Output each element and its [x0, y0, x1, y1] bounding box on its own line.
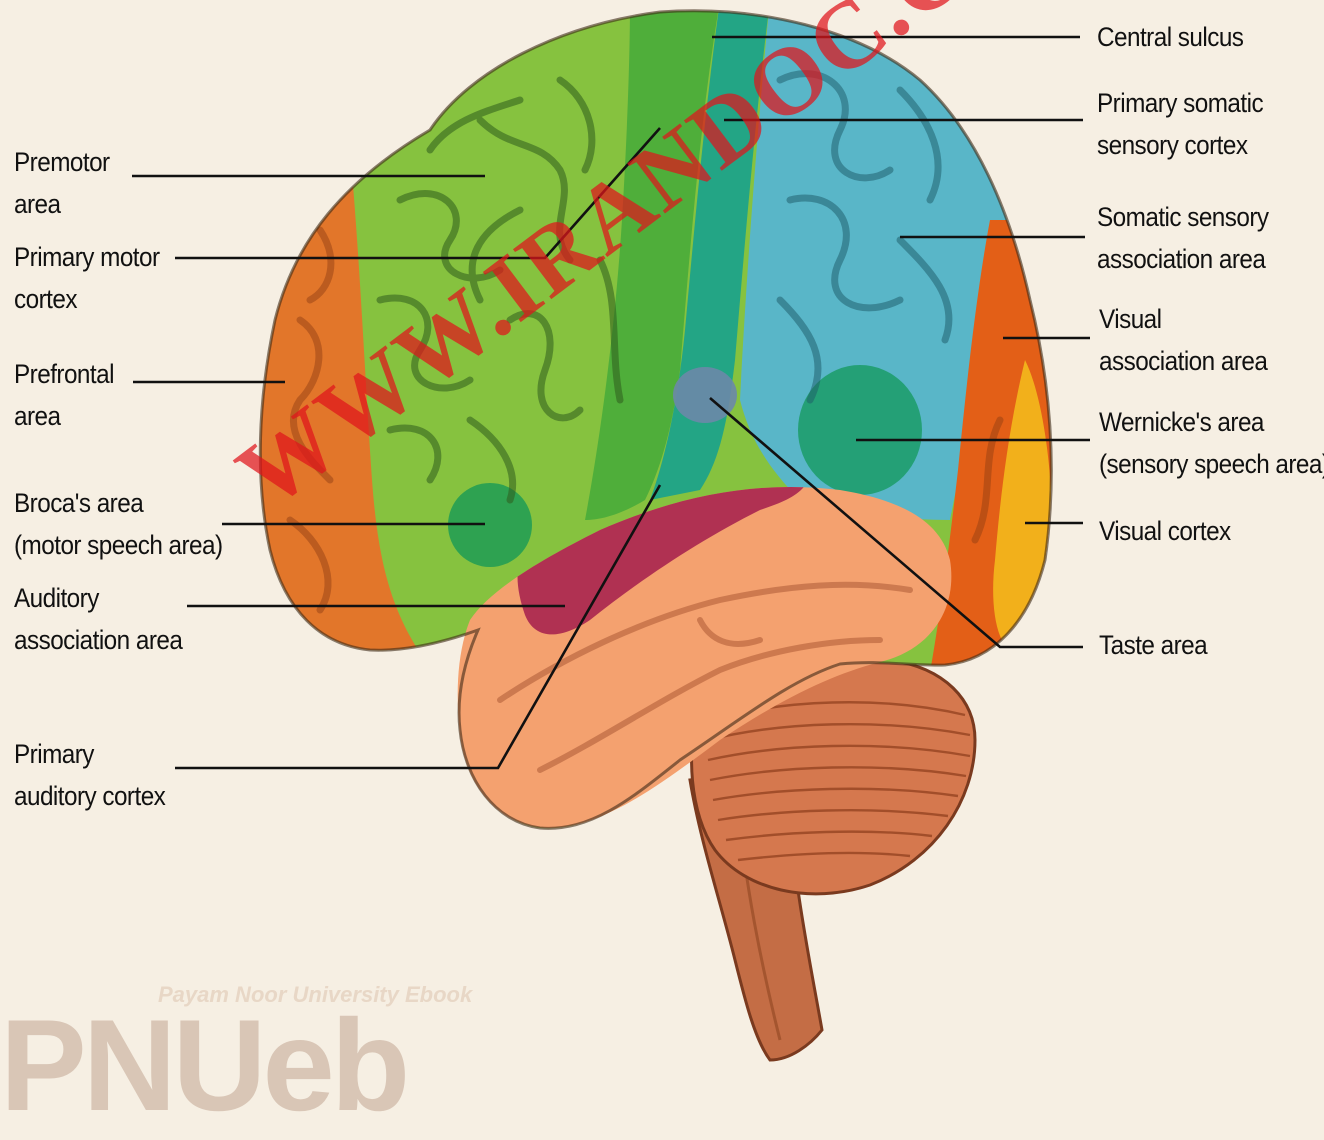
label-line: Wernicke's area	[1099, 401, 1324, 443]
label-wernickes-area: Wernicke's area (sensory speech area)	[1099, 401, 1324, 485]
label-line: association area	[1097, 238, 1269, 280]
label-auditory-association-area: Auditory association area	[14, 577, 182, 661]
label-line: (motor speech area)	[14, 524, 223, 566]
label-line: (sensory speech area)	[1099, 443, 1324, 485]
label-line: Premotor	[14, 141, 110, 183]
label-line: sensory cortex	[1097, 124, 1263, 166]
label-visual-association-area: Visual association area	[1099, 298, 1267, 382]
label-line: Prefrontal	[14, 353, 114, 395]
label-line: Visual	[1099, 298, 1267, 340]
label-line: cortex	[14, 278, 160, 320]
label-line: auditory cortex	[14, 775, 165, 817]
brain-diagram: Premotor area Primary motor cortex Prefr…	[0, 0, 1324, 1083]
label-line: Visual cortex	[1099, 510, 1231, 552]
label-primary-somatic-sensory-cortex: Primary somatic sensory cortex	[1097, 82, 1263, 166]
label-line: area	[14, 183, 110, 225]
label-line: Primary	[14, 733, 165, 775]
label-line: Primary somatic	[1097, 82, 1263, 124]
label-line: association area	[1099, 340, 1267, 382]
label-visual-cortex: Visual cortex	[1099, 510, 1231, 552]
label-line: Auditory	[14, 577, 182, 619]
label-line: area	[14, 395, 114, 437]
label-line: Broca's area	[14, 482, 223, 524]
label-primary-auditory-cortex: Primary auditory cortex	[14, 733, 165, 817]
label-taste-area: Taste area	[1099, 624, 1207, 666]
label-line: Primary motor	[14, 236, 160, 278]
label-central-sulcus: Central sulcus	[1097, 16, 1243, 58]
label-premotor-area: Premotor area	[14, 141, 110, 225]
label-line: Somatic sensory	[1097, 196, 1269, 238]
label-line: Taste area	[1099, 624, 1207, 666]
label-somatic-sensory-association-area: Somatic sensory association area	[1097, 196, 1269, 280]
label-brocas-area: Broca's area (motor speech area)	[14, 482, 223, 566]
label-line: association area	[14, 619, 182, 661]
label-prefrontal-area: Prefrontal area	[14, 353, 114, 437]
logo-text: PNUeb	[0, 990, 406, 1140]
label-primary-motor-cortex: Primary motor cortex	[14, 236, 160, 320]
label-line: Central sulcus	[1097, 16, 1243, 58]
